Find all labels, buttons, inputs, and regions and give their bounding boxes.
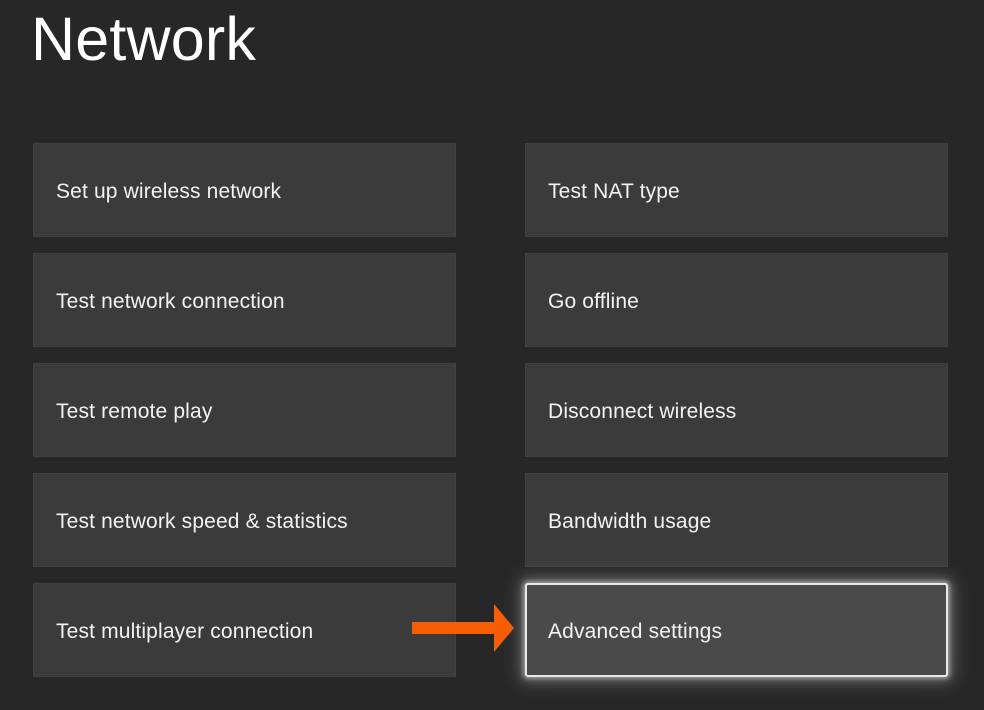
tile-label: Advanced settings [548,619,723,643]
page-title: Network [31,5,257,73]
tile-label: Go offline [548,289,640,313]
tile-label: Test network speed & statistics [56,509,348,533]
tile-advanced-settings[interactable]: Advanced settings [525,583,948,677]
tile-column-left: Set up wireless network Test network con… [33,143,456,677]
tile-label: Set up wireless network [56,179,282,203]
tile-set-up-wireless-network[interactable]: Set up wireless network [33,143,456,237]
tile-test-nat-type[interactable]: Test NAT type [525,143,948,237]
tile-column-right: Test NAT type Go offline Disconnect wire… [525,143,948,677]
tile-test-network-speed-and-statistics[interactable]: Test network speed & statistics [33,473,456,567]
tile-label: Test network connection [56,289,285,313]
tile-test-remote-play[interactable]: Test remote play [33,363,456,457]
tile-label: Test multiplayer connection [56,619,314,643]
tile-bandwidth-usage[interactable]: Bandwidth usage [525,473,948,567]
tile-label: Disconnect wireless [548,399,737,423]
tile-label: Test remote play [56,399,213,423]
tile-disconnect-wireless[interactable]: Disconnect wireless [525,363,948,457]
tile-go-offline[interactable]: Go offline [525,253,948,347]
tile-test-multiplayer-connection[interactable]: Test multiplayer connection [33,583,456,677]
tile-test-network-connection[interactable]: Test network connection [33,253,456,347]
settings-tile-grid: Set up wireless network Test network con… [33,143,948,677]
tile-label: Bandwidth usage [548,509,712,533]
tile-label: Test NAT type [548,179,680,203]
